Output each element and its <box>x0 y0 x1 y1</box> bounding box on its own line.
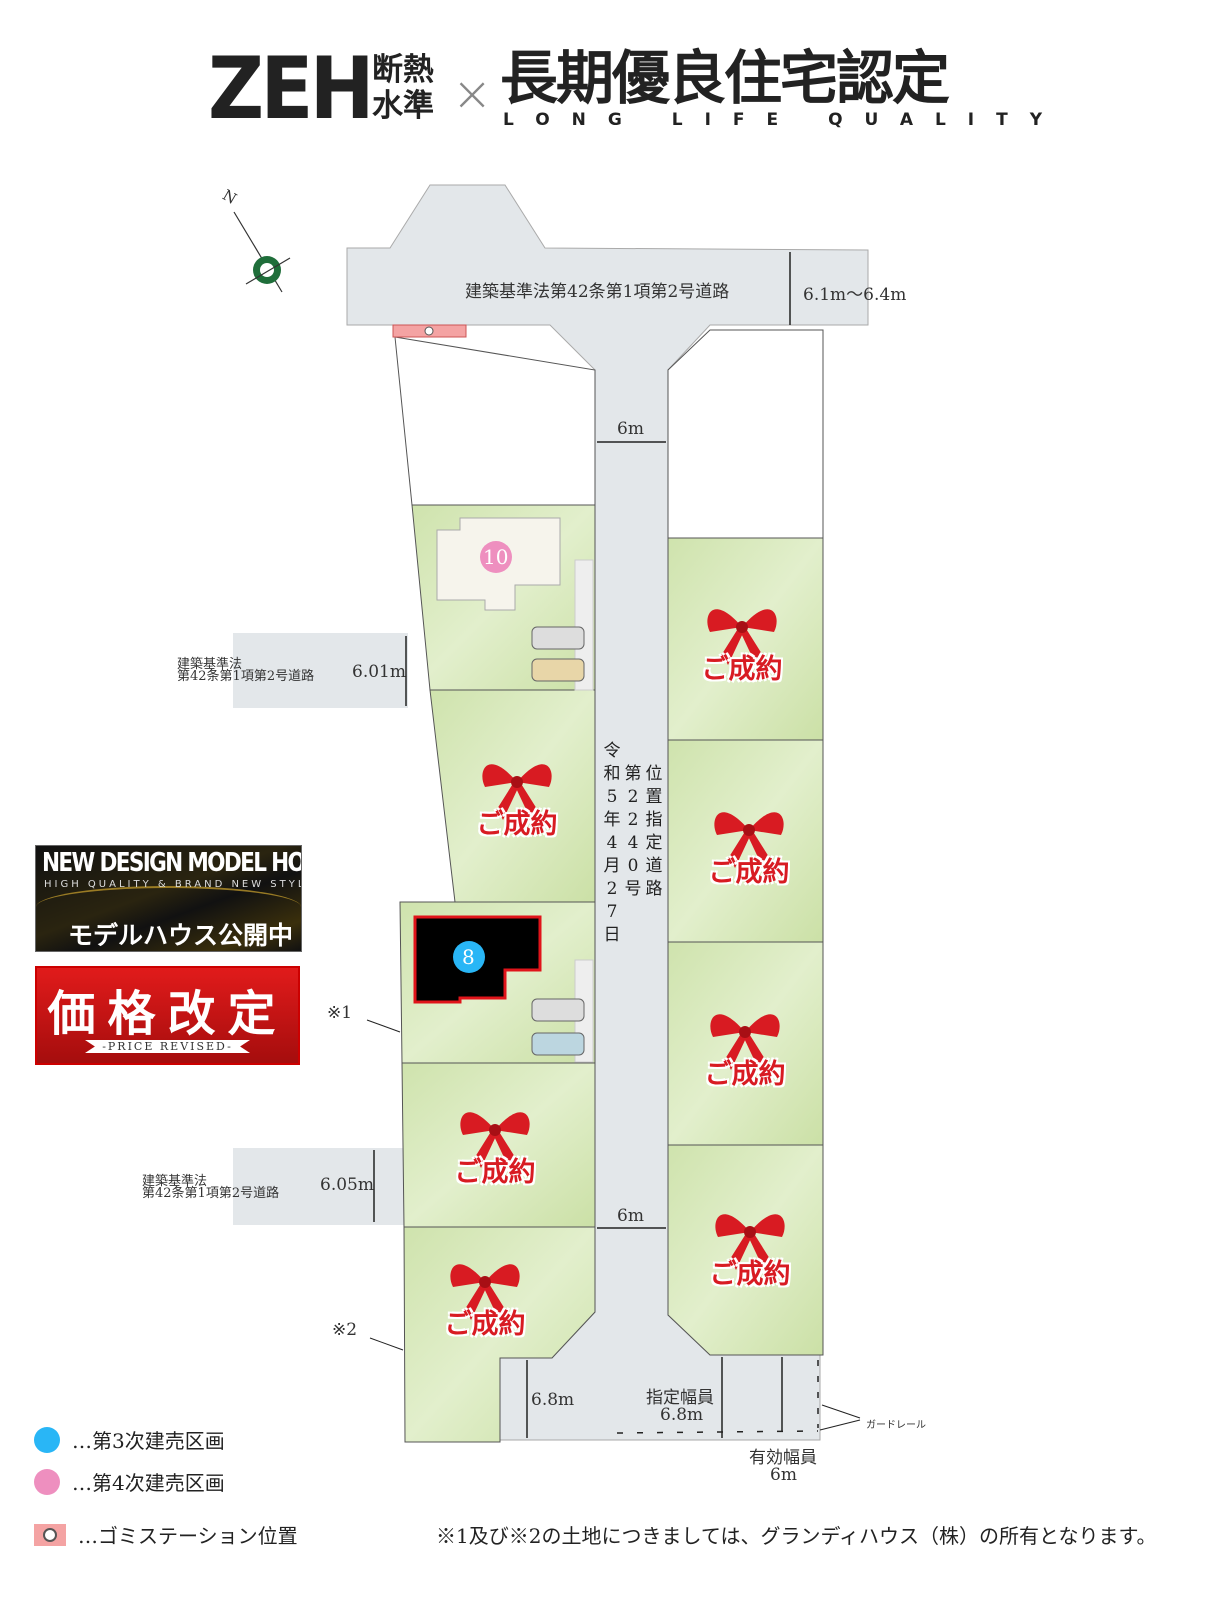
sold-label: ご成約 <box>704 1059 786 1090</box>
model-house-subtitle: HIGH QUALITY & BRAND NEW STYLE <box>44 879 302 890</box>
lot-white-right <box>667 329 824 539</box>
model-house-open: モデルハウス公開中 <box>68 921 294 950</box>
sold-label: ご成約 <box>708 857 790 888</box>
price-revised-title: 価格改定 <box>47 986 288 1042</box>
car-icon <box>531 998 585 1022</box>
side-road-2-label-1: 建築基準法 <box>142 1174 208 1189</box>
side-road-2-width: 6.05m <box>320 1175 374 1195</box>
sold-badge: ご成約 <box>695 1259 805 1291</box>
side-road-1 <box>233 633 408 708</box>
sold-label: ご成約 <box>709 1259 791 1290</box>
price-revised-subtitle: -PRICE REVISED- <box>85 1040 250 1053</box>
gold-wave-decoration <box>36 886 301 928</box>
bottom-road-width: 6.8m <box>531 1390 575 1410</box>
sold-label: ご成約 <box>701 654 783 685</box>
sold-badge: ご成約 <box>440 1157 550 1189</box>
model-house-title: NEW DESIGN MODEL HOUSE <box>42 848 302 878</box>
main-road-width-top: 6m <box>617 419 644 439</box>
designated-width-value: 6.8m <box>660 1405 704 1425</box>
garbage-station-icon <box>424 326 434 336</box>
sold-badge: ご成約 <box>690 1059 800 1091</box>
ribbon-bow-icon <box>715 1214 785 1270</box>
ribbon-bow-icon <box>450 1264 520 1320</box>
car-icon <box>531 626 585 650</box>
model-house-banner[interactable]: NEW DESIGN MODEL HOUSE HIGH QUALITY & BR… <box>35 845 302 952</box>
lot-10-marker <box>480 541 512 573</box>
legend-item-4th: …第4次建売区画 <box>34 1467 225 1496</box>
cross-mark: × <box>452 66 493 122</box>
lot-right-4 <box>667 1144 824 1356</box>
ribbon-bow-icon <box>482 764 552 820</box>
top-road-width: 6.1m〜6.4m <box>803 285 907 305</box>
main-road-width-bottom: 6m <box>617 1206 644 1226</box>
long-life-title: 長期優良住宅認定 <box>500 44 950 112</box>
top-road-label: 建築基準法第42条第1項第2号道路 <box>465 282 730 302</box>
car-icon <box>531 1032 585 1056</box>
sold-badge: ご成約 <box>687 654 797 686</box>
sold-badge: ご成約 <box>430 1309 540 1341</box>
price-revised-banner[interactable]: 価格改定 -PRICE REVISED- <box>34 965 301 1066</box>
ribbon-bow-icon <box>460 1112 530 1168</box>
lot-8-number: 8 <box>462 945 475 969</box>
side-road-2 <box>233 1148 405 1225</box>
garbage-station-icon <box>34 1523 66 1546</box>
sold-badge: ご成約 <box>694 857 804 889</box>
effective-width-value: 6m <box>770 1465 797 1485</box>
side-road-1-label-1: 建築基準法 <box>177 657 243 672</box>
designated-width-label: 指定幅員 <box>646 1388 714 1408</box>
blue-dot-icon <box>34 1426 60 1453</box>
guardrail-label: ガードレール <box>866 1420 926 1431</box>
car-icon <box>531 658 585 682</box>
ribbon-bow-icon <box>707 609 777 665</box>
legend-item-garbage: …ゴミステーション位置 <box>34 1520 298 1549</box>
lot-white-left <box>394 336 596 506</box>
ribbon-bow-icon <box>710 1014 780 1070</box>
zeh-logo: ZEH <box>208 39 375 139</box>
footnote: ※1及び※2の土地につきましては、グランディハウス（株）の所有となります。 <box>436 1524 1157 1548</box>
compass-icon <box>233 211 291 293</box>
ribbon-bow-icon <box>714 812 784 868</box>
side-road-1-label-2: 第42条第1項第2号道路 <box>177 669 315 684</box>
sold-label: ご成約 <box>454 1157 536 1188</box>
long-life-subtitle: LONG LIFE QUALITY <box>503 110 1065 130</box>
lot-10-number: 10 <box>483 545 509 569</box>
legend-label: …第3次建売区画 <box>72 1429 225 1453</box>
dimension-lines <box>366 252 861 1438</box>
sold-badge: ご成約 <box>462 809 572 841</box>
note-1-marker: ※1 <box>327 1003 353 1023</box>
zeh-insulation-label: 断熱水準 <box>372 52 434 124</box>
main-road-type: 位置指定道路 <box>645 764 663 899</box>
sold-label: ご成約 <box>444 1309 526 1340</box>
main-road-date: 令和5年4月27日 <box>603 741 621 945</box>
pink-dot-icon <box>34 1468 60 1495</box>
legend-item-3rd: …第3次建売区画 <box>34 1425 225 1454</box>
main-road-number: 第2240号 <box>624 764 642 899</box>
lot-right-3 <box>667 941 824 1146</box>
effective-width-label: 有効幅員 <box>749 1448 817 1468</box>
lot-8-marker <box>453 941 485 973</box>
legend-label: …第4次建売区画 <box>72 1471 225 1495</box>
note-2-marker: ※2 <box>332 1320 358 1340</box>
side-road-2-label-2: 第42条第1項第2号道路 <box>142 1186 280 1201</box>
legend-label: …ゴミステーション位置 <box>78 1524 298 1548</box>
parking-10 <box>574 559 594 691</box>
sold-label: ご成約 <box>476 809 558 840</box>
side-road-1-width: 6.01m <box>352 662 406 682</box>
